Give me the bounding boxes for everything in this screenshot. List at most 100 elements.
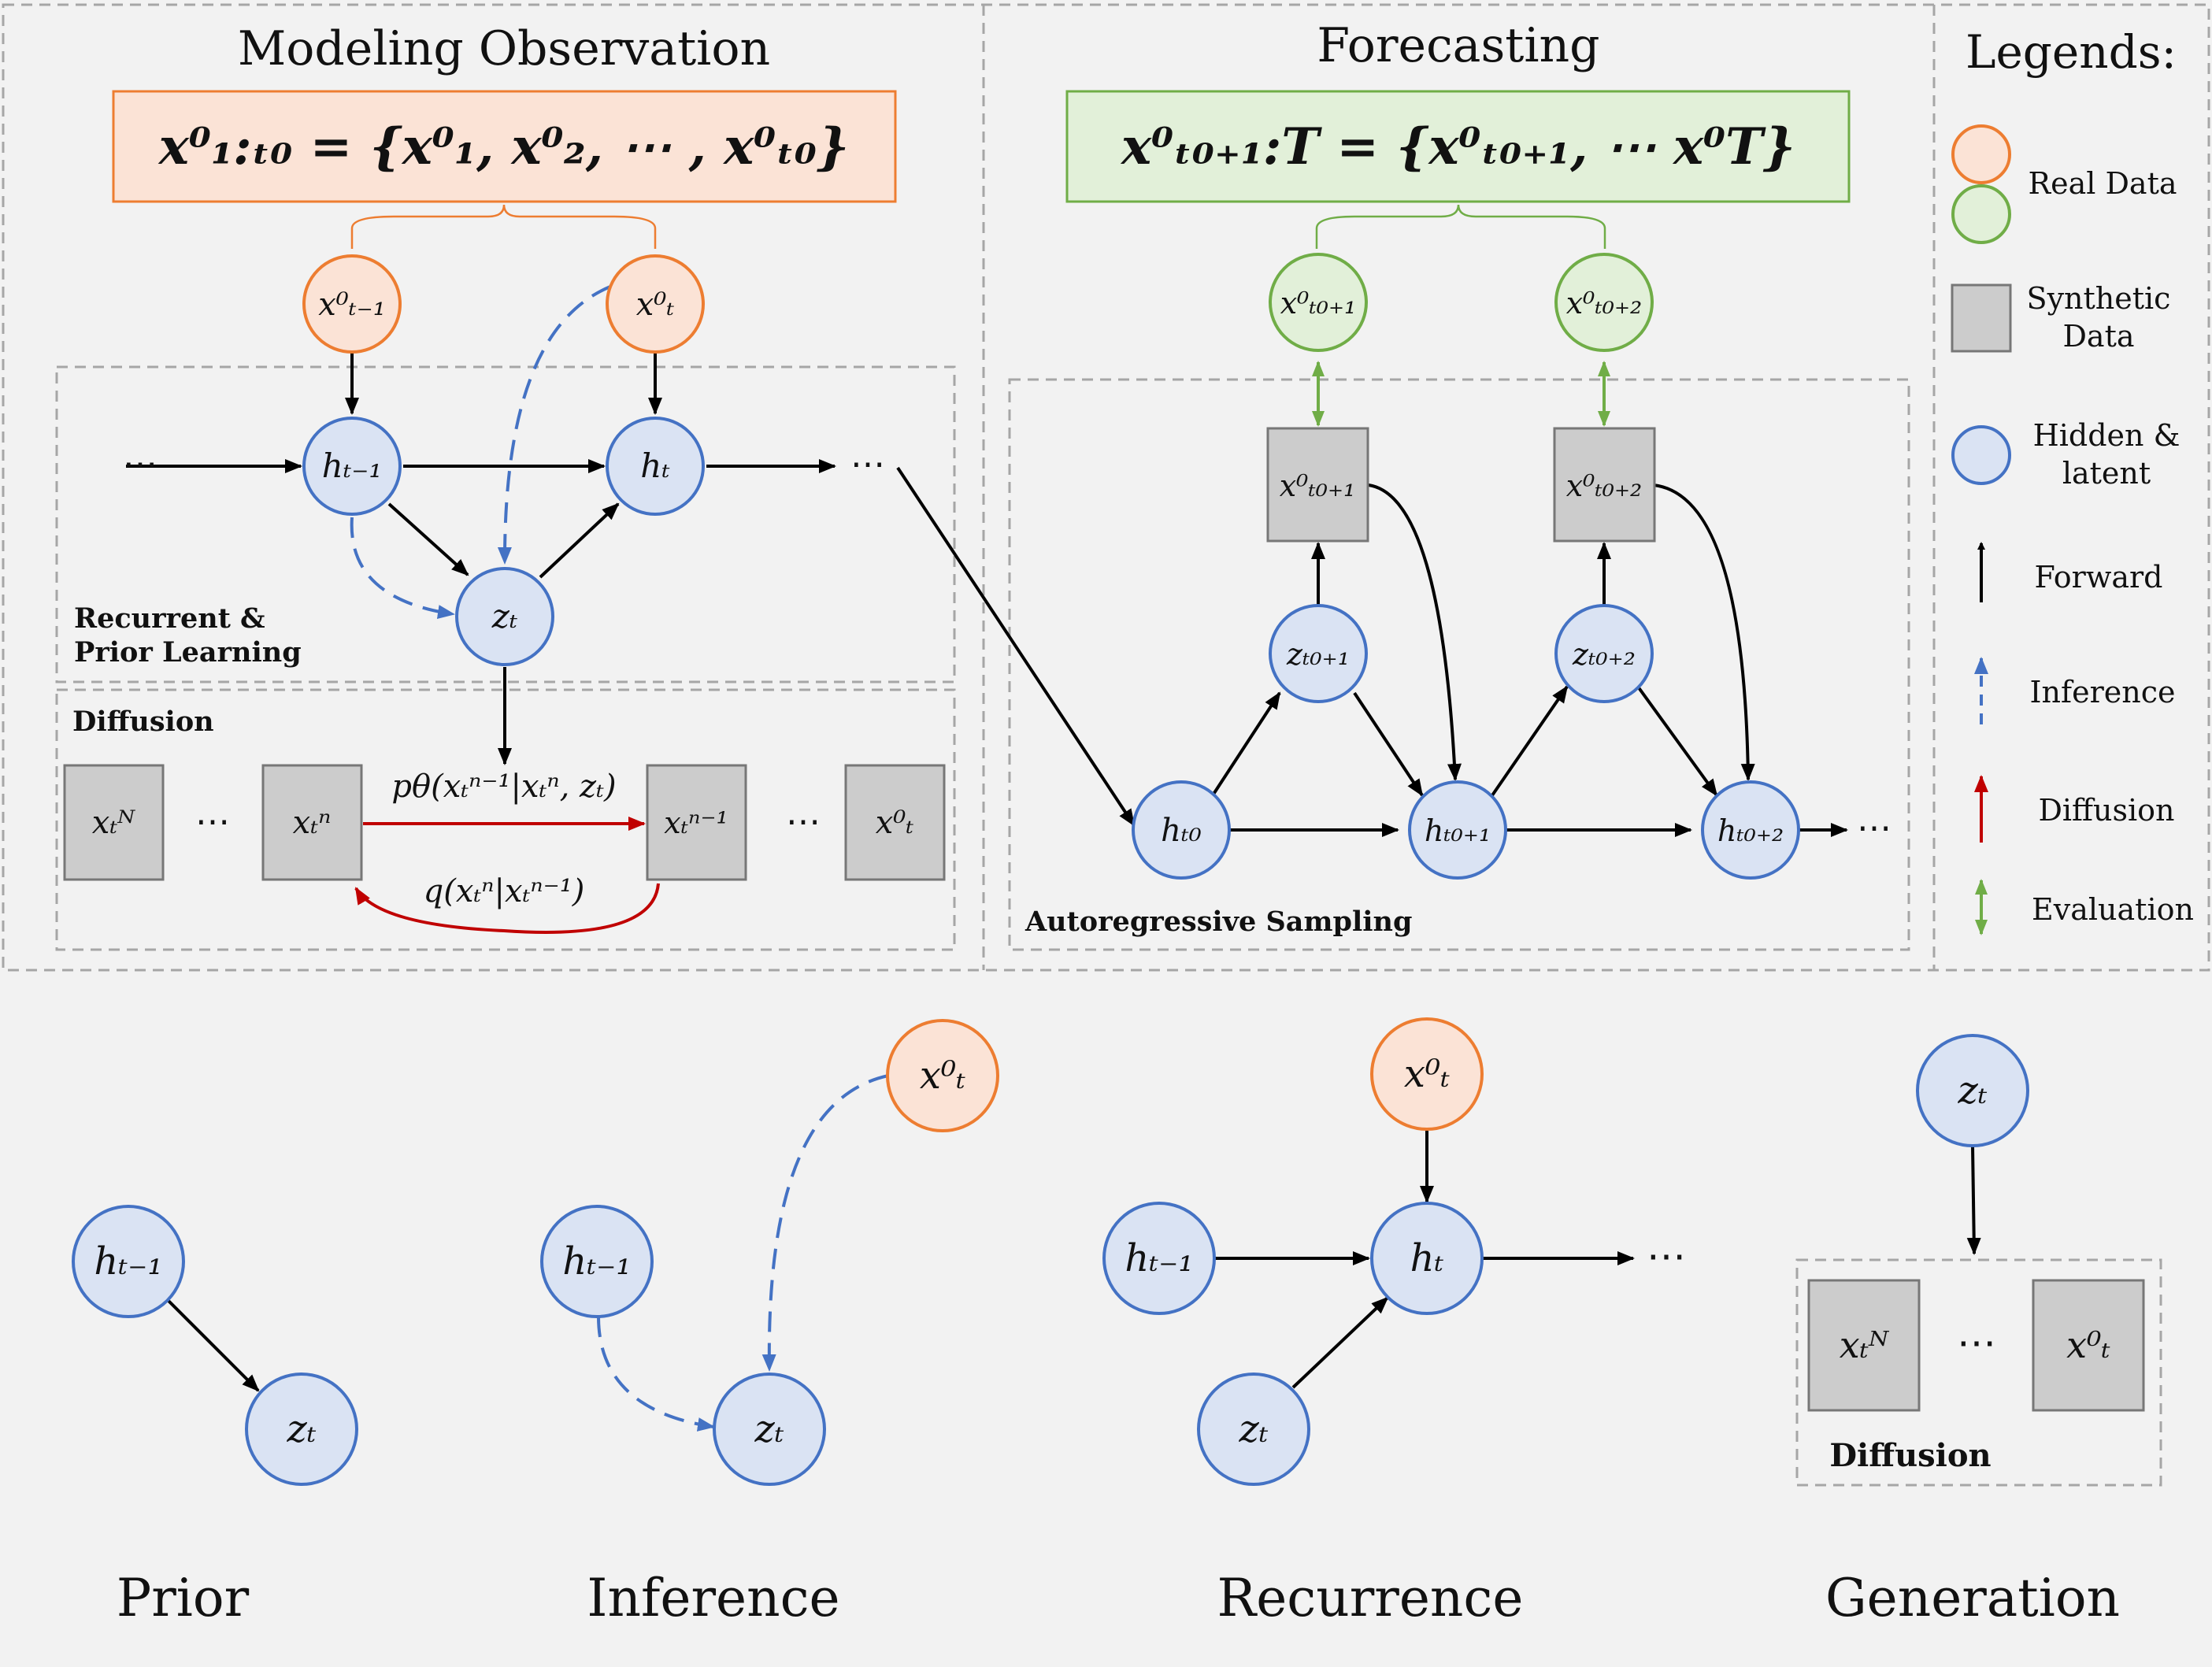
prior-z-node: zₜ: [245, 1372, 358, 1486]
recurrence-z-node: zₜ: [1197, 1372, 1310, 1486]
forecasting-formula-box: [1065, 90, 1851, 203]
prior-h-node: hₜ₋₁: [72, 1205, 185, 1318]
svg-text:zₜ: zₜ: [754, 1407, 784, 1451]
generation-x-0-box: x⁰ₜ: [2032, 1279, 2145, 1412]
svg-text:x⁰ₜ₀₊₁: x⁰ₜ₀₊₁: [1280, 286, 1357, 320]
modeling-left-dots: ⋯: [123, 444, 157, 484]
recurrence-h-prev-node: hₜ₋₁: [1102, 1202, 1216, 1315]
prior-caption: Prior: [117, 1568, 250, 1628]
svg-text:xₜᴺ: xₜᴺ: [1840, 1324, 1890, 1366]
svg-text:hₜ₋₁: hₜ₋₁: [562, 1239, 631, 1284]
recurrence-edges: [1214, 1131, 1635, 1389]
modeling-edges: [126, 352, 1136, 827]
diffusion-dots-right: ⋯: [786, 802, 821, 842]
svg-text:x⁰ₜ: x⁰ₜ: [876, 805, 914, 841]
modeling-brace: [350, 204, 657, 249]
q-label: q(xₜⁿ|xₜⁿ⁻¹): [424, 873, 585, 909]
legend-hidden-2: latent: [2062, 456, 2151, 491]
prior-edge: [165, 1298, 260, 1392]
legend-inference: Inference: [2030, 675, 2176, 709]
inference-x-node: x⁰ₜ: [886, 1019, 999, 1132]
svg-text:hₜ: hₜ: [640, 446, 669, 485]
p-theta-label: pθ(xₜⁿ⁻¹|xₜⁿ, zₜ): [391, 769, 616, 805]
generation-diffusion-label: Diffusion: [1829, 1437, 1991, 1474]
svg-text:x⁰ₜ: x⁰ₜ: [920, 1054, 965, 1098]
legend-real-data: Real Data: [2028, 166, 2177, 201]
svg-text:x⁰ₜ₀₊₂: x⁰ₜ₀₊₂: [1566, 286, 1643, 320]
svg-text:hₜ₋₁: hₜ₋₁: [1125, 1236, 1193, 1280]
legend-hidden-1: Hidden &: [2033, 418, 2181, 453]
x-t0-plus-1-synthetic-box: x⁰ₜ₀₊₁: [1266, 427, 1369, 543]
legend-title: Legends:: [1966, 25, 2177, 79]
legend-synthetic-2: Data: [2062, 319, 2134, 354]
svg-text:x⁰ₜ: x⁰ₜ: [636, 287, 675, 323]
recurrence-h-node: hₜ: [1370, 1202, 1484, 1315]
x-t-minus-1-0-node: x⁰ₜ₋₁: [302, 254, 402, 354]
svg-text:hₜ₀₊₁: hₜ₀₊₁: [1425, 813, 1491, 848]
inference-bottom-edges: [597, 1074, 889, 1432]
forecasting-edges: [1211, 483, 1848, 837]
z-t0-plus-1-node: zₜ₀₊₁: [1269, 604, 1368, 703]
x-t0-plus-1-real-node: x⁰ₜ₀₊₁: [1269, 253, 1368, 352]
autoregressive-label: Autoregressive Sampling: [1024, 906, 1412, 938]
svg-text:xₜᴺ: xₜᴺ: [92, 805, 135, 841]
svg-text:hₜ₋₁: hₜ₋₁: [322, 446, 382, 485]
recurrent-label-1: Recurrent &: [74, 602, 265, 635]
svg-text:x⁰ₜ: x⁰ₜ: [1404, 1052, 1450, 1096]
h-t-node: hₜ: [606, 417, 705, 516]
svg-text:hₜ₀₊₂: hₜ₀₊₂: [1717, 813, 1784, 848]
evaluation-edges: [1312, 361, 1610, 427]
x-t0-plus-2-synthetic-box: x⁰ₜ₀₊₂: [1553, 427, 1656, 543]
x-t0-plus-2-real-node: x⁰ₜ₀₊₂: [1554, 253, 1654, 352]
inference-h-node: hₜ₋₁: [540, 1205, 654, 1318]
svg-text:hₜ₋₁: hₜ₋₁: [94, 1239, 162, 1284]
svg-text:x⁰ₜ: x⁰ₜ: [2066, 1324, 2110, 1366]
svg-text:zₜ: zₜ: [1238, 1407, 1268, 1451]
recurrent-label-2: Prior Learning: [74, 636, 302, 669]
x-t-n-box: xₜⁿ: [261, 764, 363, 881]
legend-diffusion: Diffusion: [2038, 793, 2174, 828]
x-t-N-box: xₜᴺ: [63, 764, 165, 881]
svg-text:xₜⁿ: xₜⁿ: [293, 805, 332, 841]
generation-dots: ⋯: [1957, 1320, 1996, 1365]
legend-evaluation: Evaluation: [2032, 892, 2194, 927]
z-t-node: zₜ: [455, 567, 554, 666]
svg-text:zₜ₀₊₂: zₜ₀₊₂: [1572, 637, 1636, 672]
svg-text:zₜ: zₜ: [1957, 1069, 1987, 1113]
forecasting-formula: x⁰ₜ₀₊₁:T = {x⁰ₜ₀₊₁, ⋯ x⁰T}: [1120, 117, 1795, 176]
forecasting-brace: [1315, 204, 1606, 249]
z-t0-plus-2-node: zₜ₀₊₂: [1554, 604, 1654, 703]
recurrence-x-node: x⁰ₜ: [1370, 1017, 1484, 1131]
modeling-inference-edges: [350, 285, 611, 619]
generation-z-node: zₜ: [1916, 1034, 2029, 1147]
h-t0-plus-1-node: hₜ₀₊₁: [1408, 780, 1507, 880]
inference-z-node: zₜ: [713, 1372, 826, 1486]
x-t-0-diffusion-box: x⁰ₜ: [844, 764, 946, 881]
svg-text:zₜ₀₊₁: zₜ₀₊₁: [1286, 637, 1350, 672]
legend-real-green-icon: [1951, 184, 2011, 244]
modeling-right-dots: ⋯: [850, 444, 885, 484]
legend-synthetic-icon: [1951, 283, 2012, 353]
modeling-title: Modeling Observation: [238, 21, 770, 76]
diffusion-dots-left: ⋯: [195, 802, 230, 842]
legend-hidden-icon: [1951, 425, 2011, 485]
legend-real-orange-icon: [1951, 124, 2011, 184]
x-t-n-minus-1-box: xₜⁿ⁻¹: [646, 764, 747, 881]
modeling-formula-box: [112, 90, 897, 203]
svg-text:hₜ: hₜ: [1410, 1236, 1444, 1280]
generation-caption: Generation: [1825, 1568, 2120, 1628]
legend-synthetic-1: Synthetic: [2027, 281, 2171, 316]
legend-forward: Forward: [2034, 560, 2162, 595]
generation-x-N-box: xₜᴺ: [1807, 1279, 1921, 1412]
diffusion-edges: [354, 817, 660, 934]
svg-text:zₜ: zₜ: [491, 597, 517, 635]
forecasting-dots: ⋯: [1857, 808, 1892, 848]
svg-text:hₜ₀: hₜ₀: [1161, 813, 1202, 849]
diffusion-box-label: Diffusion: [72, 706, 214, 738]
svg-text:x⁰ₜ₀₊₂: x⁰ₜ₀₊₂: [1566, 469, 1643, 503]
h-t-minus-1-node: hₜ₋₁: [302, 417, 402, 516]
modeling-formula: x⁰₁:ₜ₀ = {x⁰₁, x⁰₂, ⋯ , x⁰ₜ₀}: [157, 117, 849, 176]
inference-caption: Inference: [587, 1568, 839, 1628]
top-panels: [2, 3, 2210, 1487]
